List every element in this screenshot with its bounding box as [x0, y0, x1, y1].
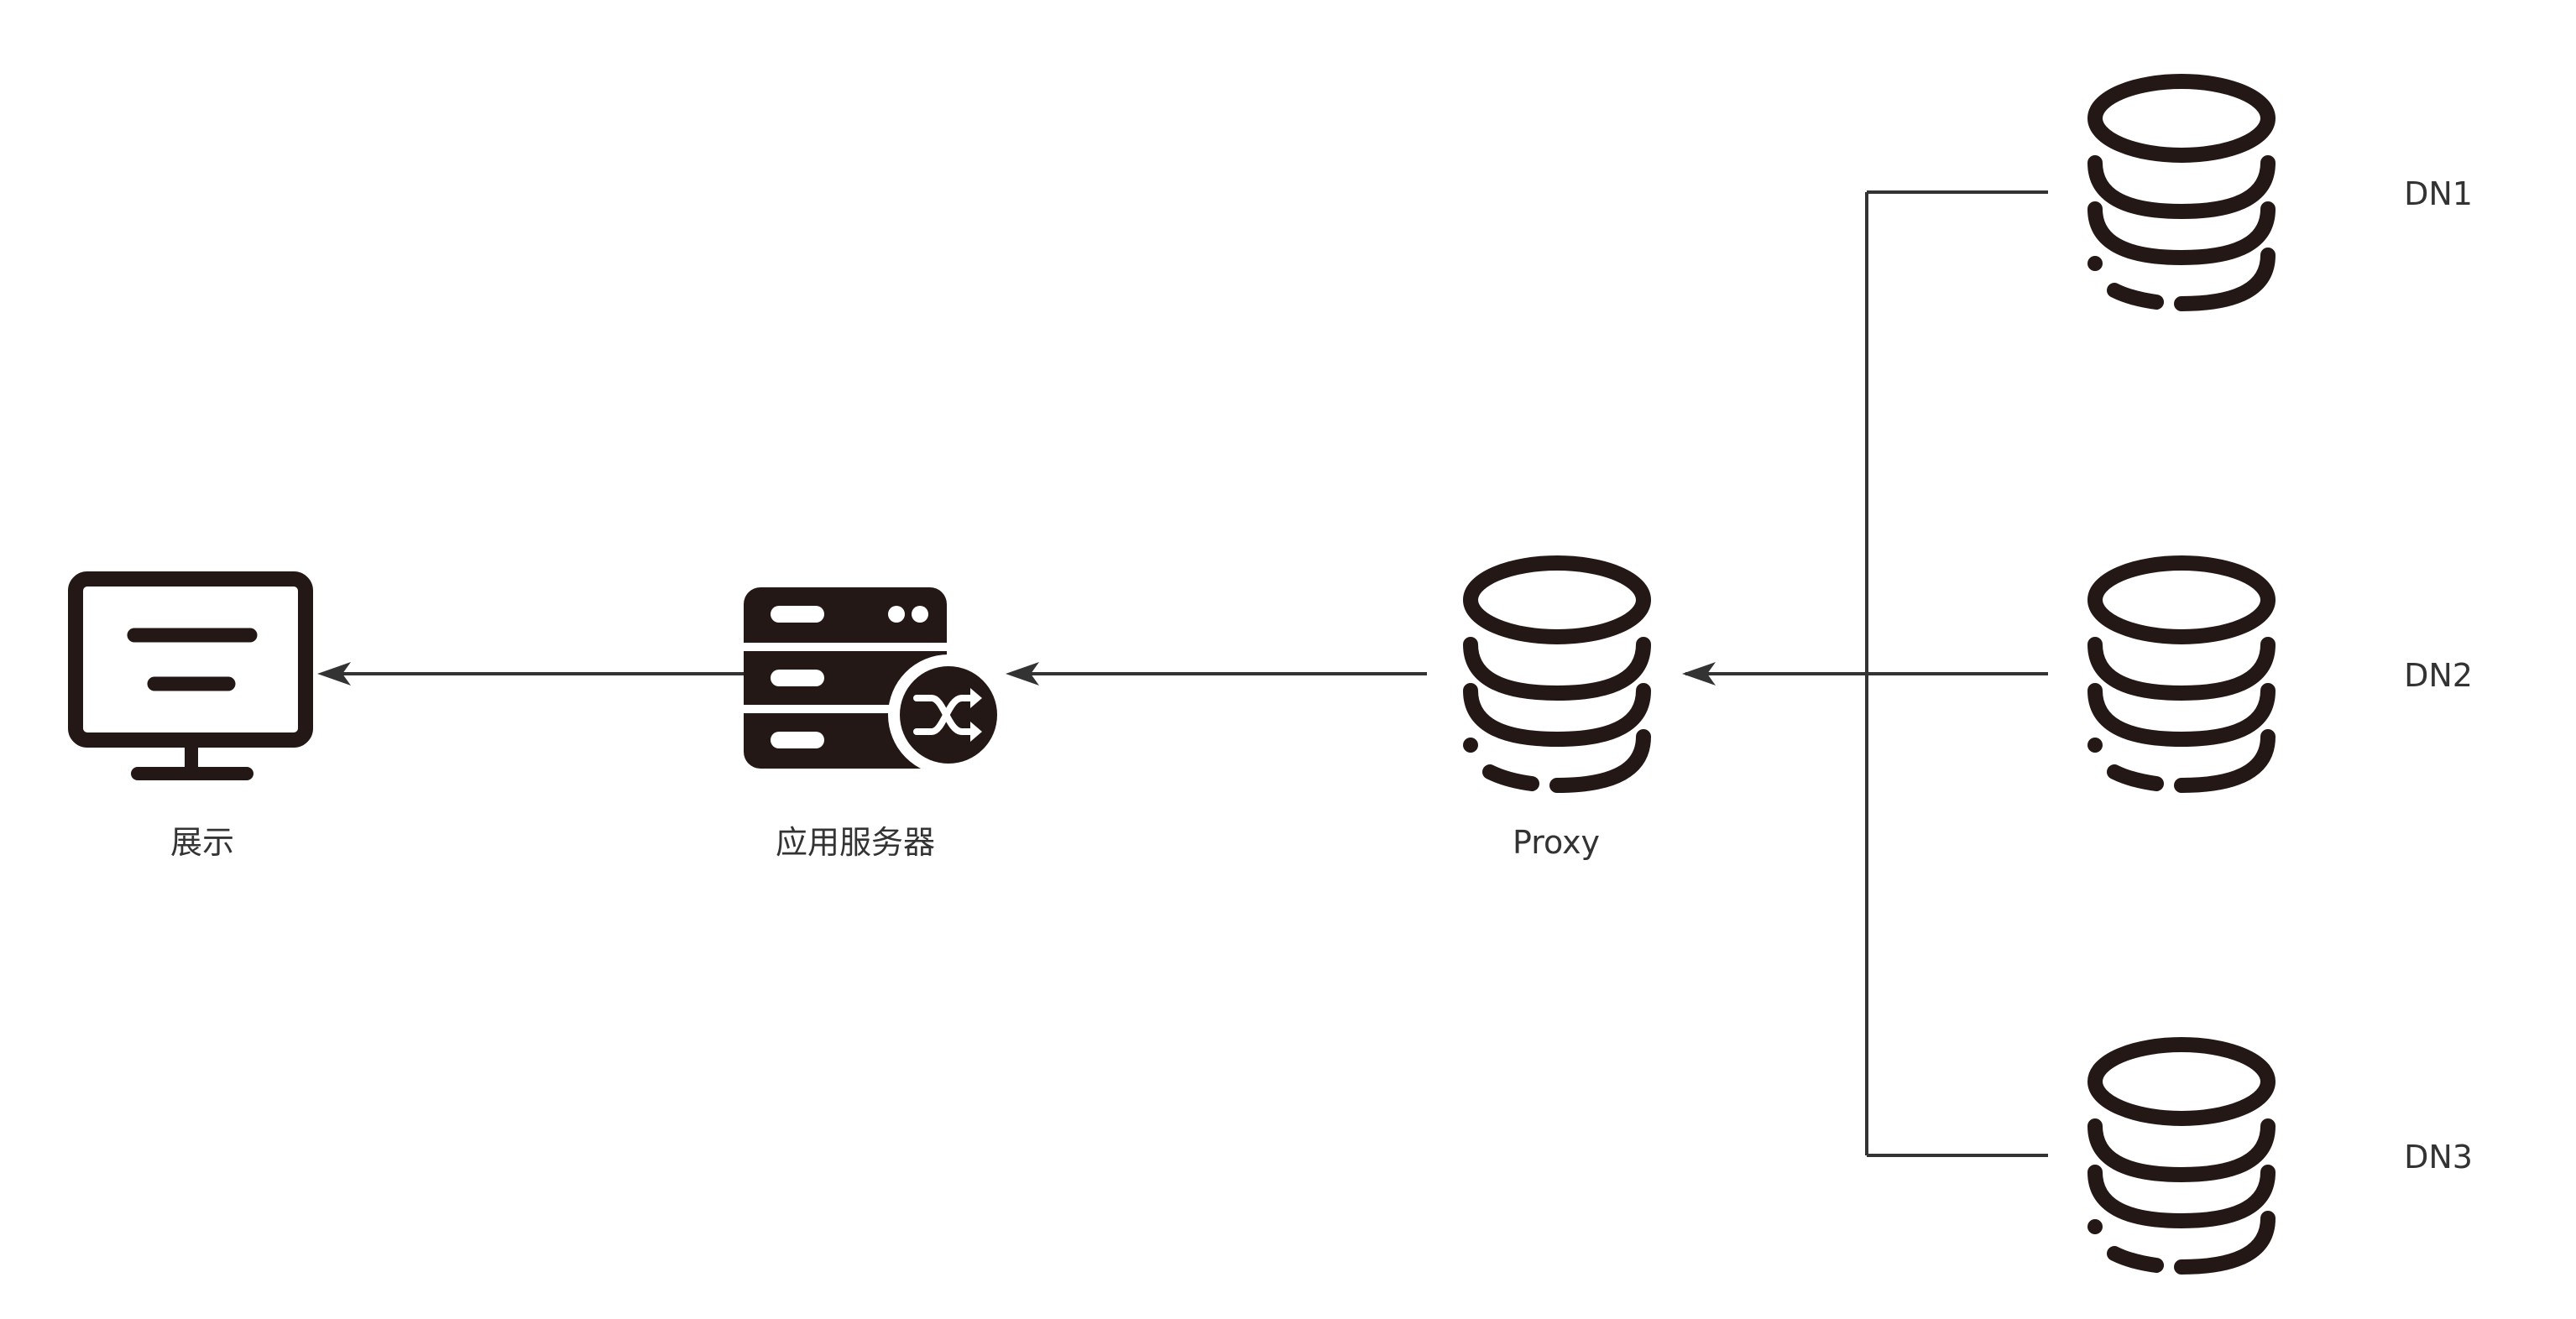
- dn3-label: DN3: [2404, 1139, 2473, 1176]
- database-icon: [2087, 1045, 2268, 1267]
- arrowheads: [317, 662, 1716, 686]
- node-dn1: DN1: [2087, 81, 2473, 304]
- connectors: [329, 190, 2048, 1157]
- dn1-label: DN1: [2404, 175, 2473, 212]
- arrowhead-into-proxy: [1682, 662, 1716, 686]
- database-icon: [2087, 563, 2268, 785]
- node-dn3: DN3: [2087, 1045, 2473, 1267]
- monitor-icon: [68, 571, 313, 780]
- database-icon: [1463, 563, 1643, 785]
- dn2-label: DN2: [2404, 657, 2473, 694]
- database-icon: [2087, 81, 2268, 304]
- display-label: 展示: [170, 824, 234, 861]
- server-shuffle-icon: [744, 587, 1009, 775]
- arrowhead-into-display: [317, 662, 351, 686]
- node-display: 展示: [68, 571, 313, 861]
- app-server-label: 应用服务器: [776, 824, 935, 861]
- node-dn2: DN2: [2087, 563, 2473, 785]
- node-proxy: Proxy: [1463, 563, 1643, 861]
- proxy-label: Proxy: [1513, 824, 1600, 861]
- node-app-server: 应用服务器: [744, 587, 1009, 861]
- arrowhead-into-app-server: [1006, 662, 1039, 686]
